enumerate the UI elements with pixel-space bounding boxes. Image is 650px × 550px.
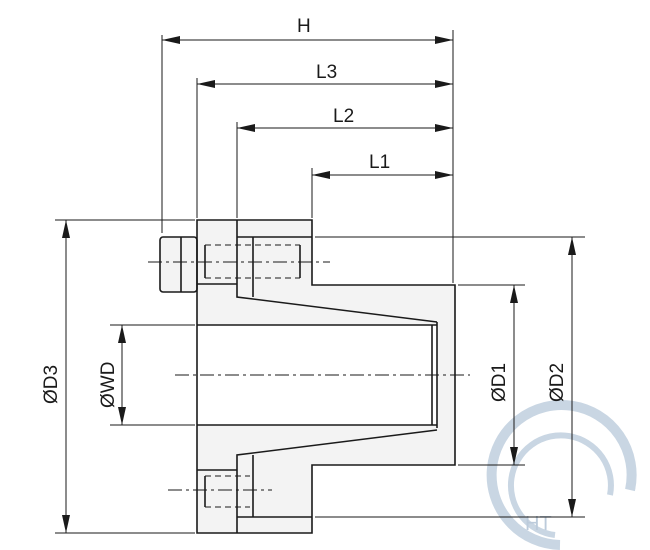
dim-label-d3: ØD3 — [41, 365, 62, 404]
dim-label-l2: L2 — [333, 106, 354, 127]
watermark-text: HT — [525, 513, 552, 535]
dim-label-l3: L3 — [316, 62, 337, 83]
dim-label-l1: L1 — [369, 152, 390, 173]
center-lines — [148, 261, 470, 491]
dim-label-d1: ØD1 — [489, 363, 510, 402]
watermark-logo: HT — [486, 400, 637, 550]
dim-label-d2: ØD2 — [547, 363, 568, 402]
dim-label-h: H — [297, 16, 311, 37]
dimension-lines — [55, 30, 585, 534]
dim-label-wd: ØWD — [98, 362, 119, 408]
